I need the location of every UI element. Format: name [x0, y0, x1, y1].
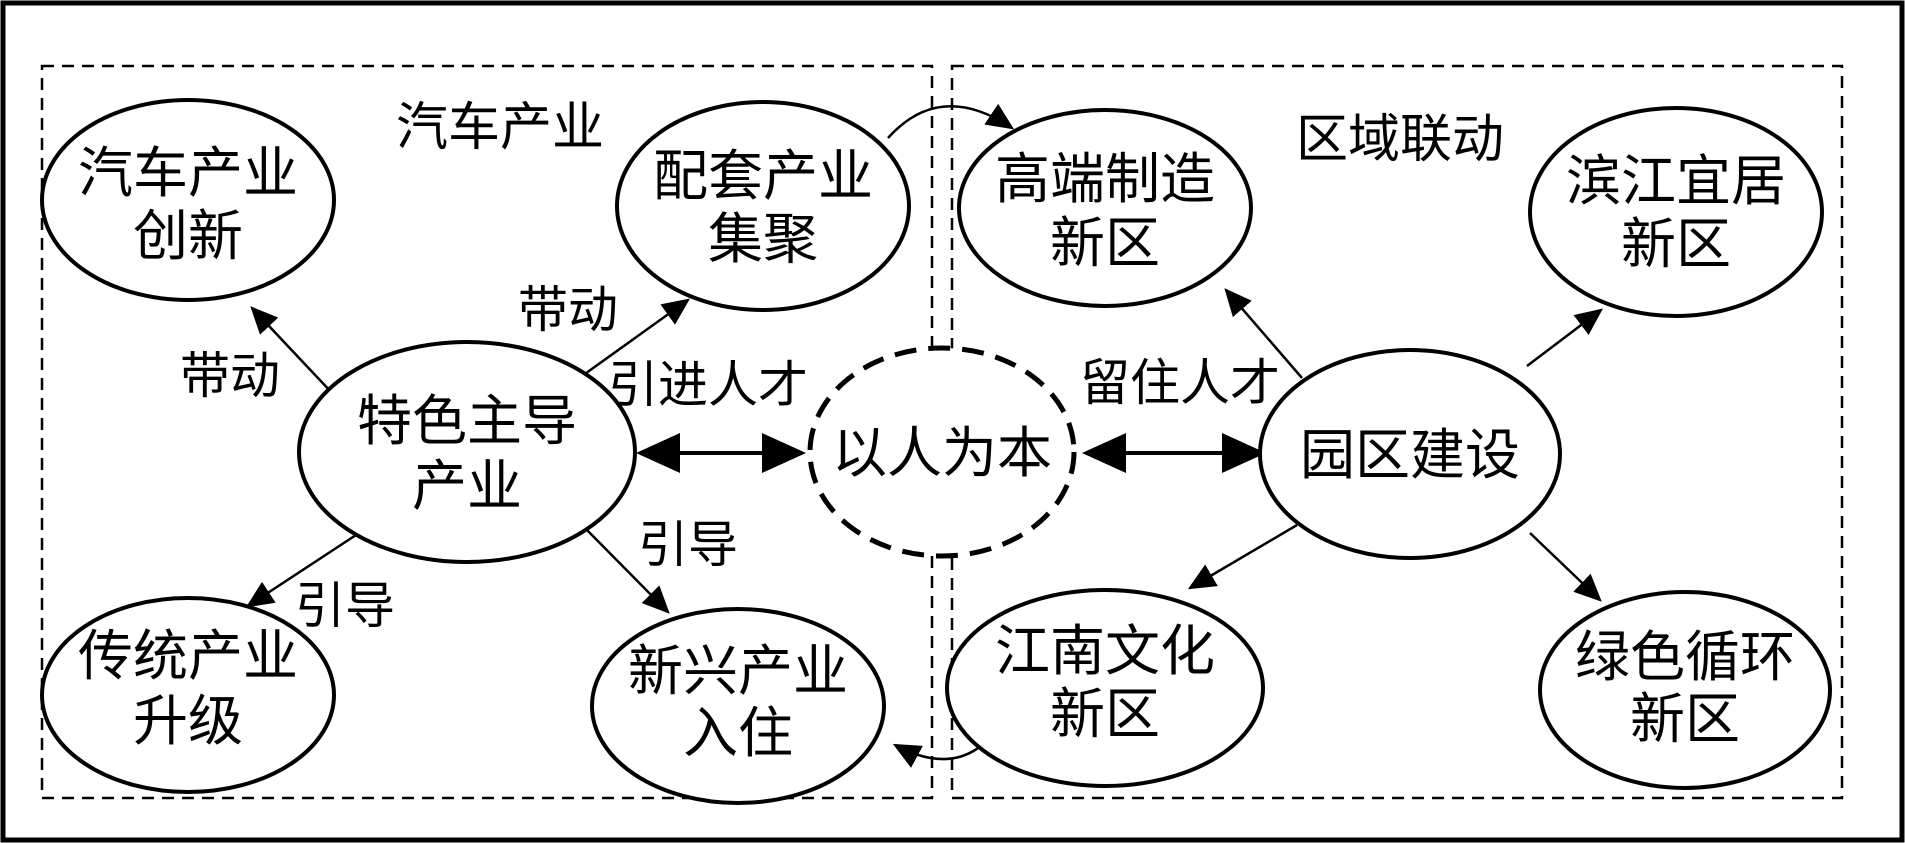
edge-label-drive-left: 带动: [180, 347, 280, 405]
high-end-line1: 高端制造: [995, 147, 1215, 211]
arrow-to-riverside: [1526, 308, 1603, 367]
right-section-box: [950, 64, 1844, 800]
left-section-box: [40, 64, 934, 800]
emerging-line1: 新兴产业: [628, 639, 848, 703]
arrow-to-supporting: [581, 298, 691, 378]
innovation-line1: 汽车产业: [78, 141, 298, 205]
supporting-line1: 配套产业: [653, 144, 873, 208]
left-section-title: 汽车产业: [396, 98, 604, 158]
node-emerging: 新兴产业 入住: [590, 607, 886, 805]
supporting-line2: 集聚: [708, 207, 818, 271]
arrow-to-emerging: [582, 525, 670, 614]
right-hub-line1: 园区建设: [1300, 423, 1520, 487]
center-label: 以人为本: [832, 421, 1052, 485]
right-section-title: 区域联动: [1296, 110, 1504, 170]
node-supporting: 配套产业 集聚: [615, 100, 911, 312]
node-innovation: 汽车产业 创新: [40, 98, 336, 302]
node-high-end: 高端制造 新区: [957, 108, 1253, 308]
arrow-to-jiangnan: [1187, 523, 1298, 590]
arrow-to-green: [1529, 532, 1602, 602]
node-left-hub: 特色主导 产业: [297, 340, 637, 564]
traditional-line2: 升级: [133, 689, 243, 753]
edge-label-drive-top: 带动: [518, 281, 618, 339]
jiangnan-line2: 新区: [1050, 682, 1160, 746]
jiangnan-line1: 江南文化: [995, 619, 1215, 683]
left-hub-line1: 特色主导: [357, 389, 577, 453]
edge-label-guide-bottom-right: 引导: [638, 516, 738, 574]
emerging-line2: 入住: [683, 701, 793, 765]
riverside-line2: 新区: [1621, 212, 1731, 276]
edge-label-attract-talent: 引进人才: [608, 356, 808, 414]
node-riverside: 滨江宜居 新区: [1528, 106, 1824, 318]
green-line1: 绿色循环: [1575, 625, 1795, 689]
node-center: 以人为本: [807, 345, 1077, 559]
edge-label-guide-bottom-left: 引导: [295, 577, 395, 635]
green-line2: 新区: [1630, 687, 1740, 751]
node-traditional: 传统产业 升级: [40, 596, 336, 794]
innovation-line2: 创新: [133, 204, 243, 268]
node-jiangnan: 江南文化 新区: [945, 588, 1265, 788]
curved-arrow-top: [887, 103, 1015, 139]
node-green: 绿色循环 新区: [1538, 590, 1832, 790]
node-right-hub: 园区建设: [1258, 348, 1562, 560]
arrow-to-high-end: [1224, 288, 1303, 379]
riverside-line1: 滨江宜居: [1566, 149, 1786, 213]
arrow-to-traditional: [245, 533, 357, 608]
arrow-to-innovation: [250, 306, 334, 395]
left-hub-line2: 产业: [412, 454, 522, 518]
high-end-line2: 新区: [1050, 211, 1160, 275]
edge-label-retain-talent: 留住人才: [1080, 354, 1280, 412]
traditional-line1: 传统产业: [78, 624, 298, 688]
